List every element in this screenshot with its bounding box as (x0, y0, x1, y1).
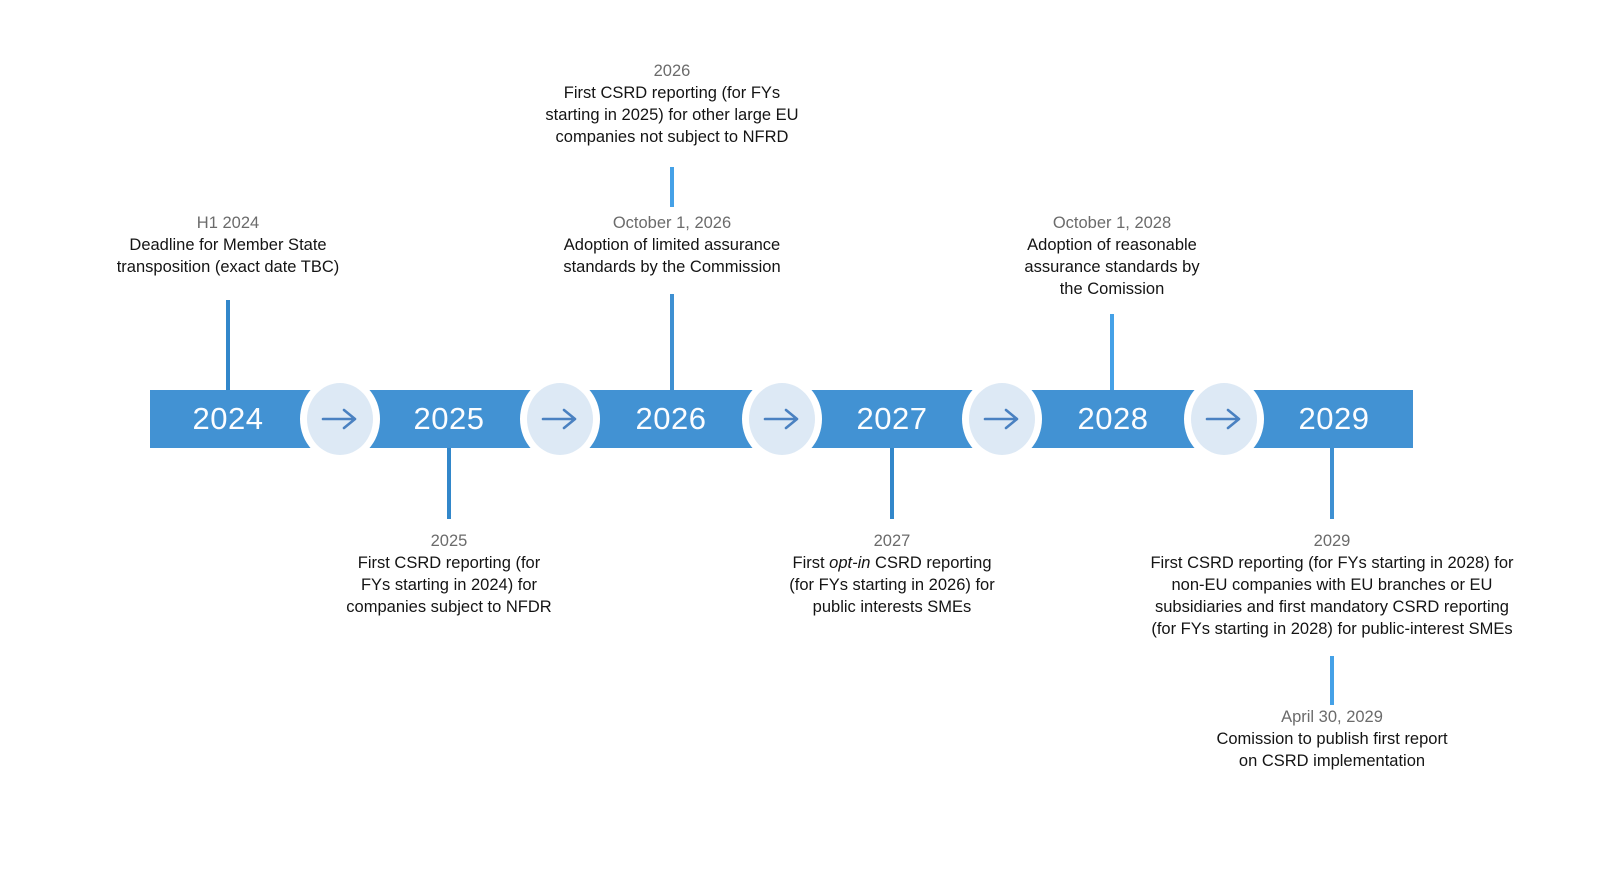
arrow-right-icon (541, 408, 577, 430)
year-label-2026: 2026 (635, 401, 707, 436)
annotation-text-italic: opt-in (829, 554, 871, 572)
annotation-text-line: First opt-in CSRD reporting (789, 552, 994, 574)
arrow-circle-inner (969, 383, 1035, 455)
annotation-text-line: Adoption of reasonable (1027, 236, 1197, 254)
annotation-text-segment: CSRD reporting (875, 554, 992, 572)
year-label-2028: 2028 (1077, 401, 1149, 436)
annotation-text-line: First CSRD reporting (for (357, 554, 541, 572)
annotation-april-2029: April 30, 2029 Comission to publish firs… (1216, 706, 1447, 772)
annotation-text-line: companies not subject to NFRD (555, 128, 789, 146)
annotation-text-line: (for FYs starting in 2028) for public-in… (1151, 620, 1513, 638)
year-label-2027: 2027 (856, 401, 928, 436)
annotation-top-2026: 2026 First CSRD reporting (for FYs start… (545, 60, 798, 148)
annotation-date: October 1, 2028 (1052, 214, 1172, 232)
connector-below-2025 (447, 448, 451, 519)
arrow-circle-inner (527, 383, 593, 455)
connector-2026-upper (670, 167, 674, 207)
year-label-2024: 2024 (192, 401, 264, 436)
annotation-text-line: standards by the Commission (563, 258, 781, 276)
connector-oct-2026 (670, 294, 674, 390)
annotation-date: 2029 (1313, 532, 1351, 550)
arrow-circle-1 (300, 376, 380, 462)
arrow-circle-5 (1184, 376, 1264, 462)
connector-april-2029 (1330, 656, 1334, 705)
annotation-text-line: (for FYs starting in 2026) for (789, 576, 995, 594)
annotation-text-line: on CSRD implementation (1238, 752, 1426, 770)
connector-below-2027 (890, 448, 894, 519)
annotation-oct-2028: October 1, 2028 Adoption of reasonable a… (1024, 212, 1199, 300)
year-label-2029: 2029 (1298, 401, 1370, 436)
annotation-date: October 1, 2026 (612, 214, 732, 232)
annotation-date: H1 2024 (196, 214, 260, 232)
annotation-text-line: First CSRD reporting (for FYs starting i… (1150, 554, 1514, 572)
connector-h1-2024 (226, 300, 230, 390)
annotation-date: 2025 (430, 532, 468, 550)
annotation-below-2025: 2025 First CSRD reporting (for FYs start… (346, 530, 551, 618)
arrow-circle-4 (962, 376, 1042, 462)
annotation-text-line: Adoption of limited assurance (563, 236, 781, 254)
arrow-circle-inner (1191, 383, 1257, 455)
connector-oct-2028 (1110, 314, 1114, 390)
arrow-circle-inner (307, 383, 373, 455)
annotation-text-line: transposition (exact date TBC) (116, 258, 340, 276)
annotation-text-line: Comission to publish first report (1216, 730, 1448, 748)
annotation-text-line: starting in 2025) for other large EU (545, 106, 799, 124)
annotation-h1-2024: H1 2024 Deadline for Member State transp… (117, 212, 340, 278)
annotation-text-line: Deadline for Member State (129, 236, 327, 254)
annotation-text-line: the Comission (1059, 280, 1165, 298)
annotation-below-2027: 2027 First opt-in CSRD reporting (for FY… (789, 530, 994, 618)
arrow-right-icon (321, 408, 357, 430)
annotation-text-line: companies subject to NFDR (346, 598, 552, 616)
annotation-date: April 30, 2029 (1281, 708, 1383, 726)
annotation-text-line: FYs starting in 2024) for (360, 576, 538, 594)
annotation-text-line: public interests SMEs (812, 598, 972, 616)
annotation-text-line: assurance standards by (1024, 258, 1200, 276)
annotation-below-2029: 2029 First CSRD reporting (for FYs start… (1150, 530, 1513, 640)
annotation-text-line: non-EU companies with EU branches or EU (1171, 576, 1493, 594)
arrow-right-icon (763, 408, 799, 430)
annotation-text-line: subsidiaries and first mandatory CSRD re… (1155, 598, 1509, 616)
year-label-2025: 2025 (413, 401, 485, 436)
arrow-circle-3 (742, 376, 822, 462)
arrow-circle-2 (520, 376, 600, 462)
annotation-date: 2026 (653, 62, 691, 80)
connector-below-2029 (1330, 448, 1334, 519)
annotation-date: 2027 (873, 532, 911, 550)
annotation-oct-2026: October 1, 2026 Adoption of limited assu… (563, 212, 780, 278)
annotation-text-segment: First (792, 554, 825, 572)
arrow-right-icon (1205, 408, 1241, 430)
arrow-right-icon (983, 408, 1019, 430)
arrow-circle-inner (749, 383, 815, 455)
annotation-text-line: First CSRD reporting (for FYs (563, 84, 781, 102)
